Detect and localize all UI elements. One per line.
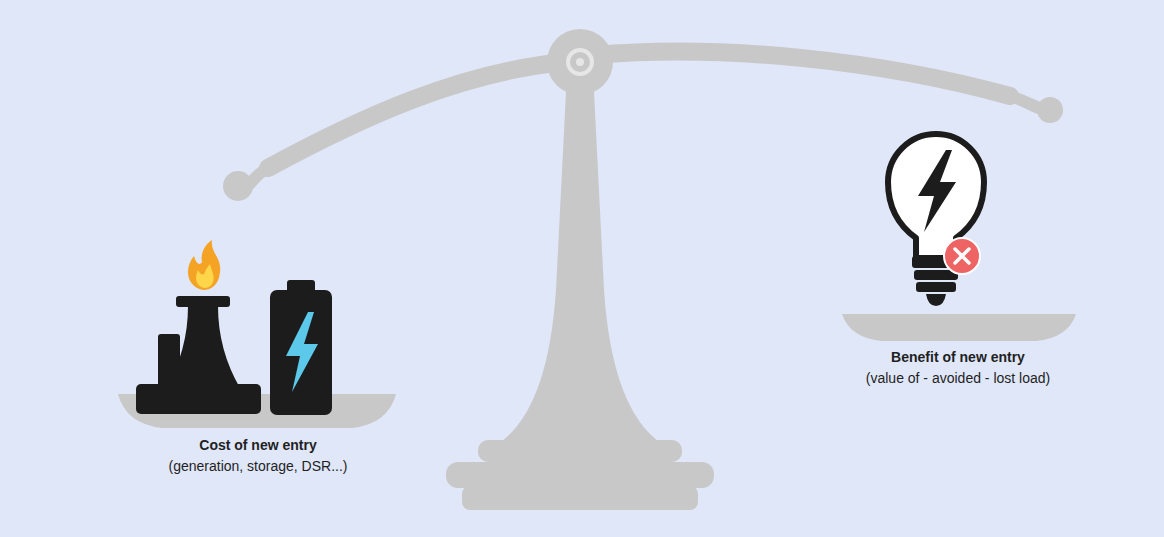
scale-pole: [498, 92, 662, 444]
power-plant-icon: [136, 240, 261, 414]
beam-end-knob: [1037, 97, 1063, 123]
battery-icon: [270, 280, 332, 415]
pan-title: Cost of new entry: [199, 436, 316, 454]
right-pan: [842, 314, 1076, 341]
pan-subtitle: (generation, storage, DSR...): [169, 457, 348, 475]
beam-end-knob: [223, 171, 253, 201]
lightbulb-icon: [888, 134, 984, 306]
pivot-ring: [568, 50, 592, 74]
pan-title: Benefit of new entry: [891, 348, 1025, 366]
pivot-dot: [576, 58, 584, 66]
pivot: [547, 29, 613, 95]
pan-subtitle: (value of - avoided - lost load): [866, 369, 1050, 387]
scale-base: [446, 440, 714, 510]
